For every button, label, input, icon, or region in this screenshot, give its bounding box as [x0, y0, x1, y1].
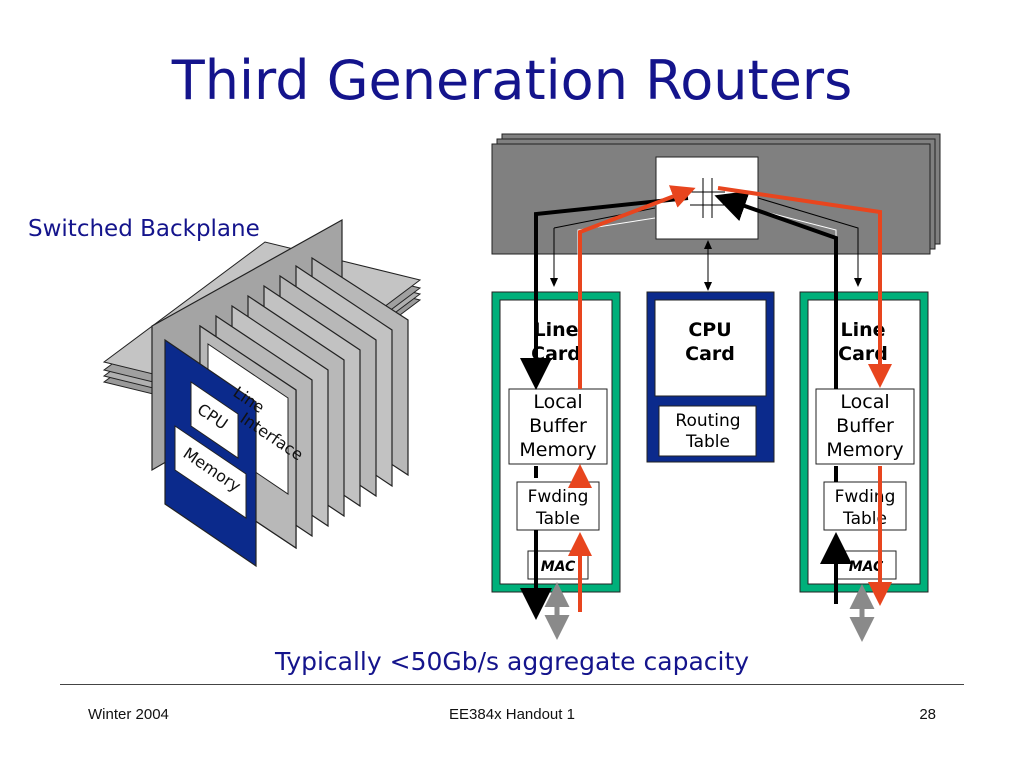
- fwding-right-1: Fwding: [835, 487, 896, 507]
- buffer-right-2: Buffer: [836, 415, 894, 437]
- footer-divider: [60, 684, 964, 685]
- fwding-left-1: Fwding: [528, 487, 589, 507]
- fwding-table-right: [823, 481, 907, 531]
- fwding-table-left: [516, 481, 600, 531]
- footer-date: Winter 2004: [88, 706, 169, 723]
- line-card-right: [799, 291, 929, 593]
- data-path: [568, 185, 892, 612]
- switched-backplane-chassis: Line Interface CPU Memory: [102, 218, 422, 568]
- fwding-right-2: Table: [842, 509, 887, 529]
- cpu-card-title-1: CPU: [688, 319, 731, 341]
- line-card-left-title-2: Card: [531, 343, 581, 365]
- buffer-right-3: Memory: [826, 439, 903, 461]
- cpu-card: [646, 291, 775, 463]
- buffer-left-3: Memory: [519, 439, 596, 461]
- buffer-left-2: Buffer: [529, 415, 587, 437]
- local-buffer-memory-right: [815, 388, 915, 465]
- slide-title: Third Generation Routers: [171, 49, 853, 112]
- line-card-left-title-1: Line: [533, 319, 578, 341]
- control-path: [520, 190, 852, 620]
- local-buffer-memory-left: [508, 388, 608, 465]
- cpu-card-title-2: Card: [685, 343, 735, 365]
- routing-table: [658, 405, 757, 457]
- line-card-left: [491, 291, 621, 593]
- fwding-left-2: Table: [535, 509, 580, 529]
- buffer-left-1: Local: [533, 391, 582, 413]
- capacity-caption: Typically <50Gb/s aggregate capacity: [274, 647, 750, 676]
- routing-table-2: Table: [685, 432, 730, 452]
- mac-right-text: MAC: [849, 559, 884, 575]
- routing-table-1: Routing: [675, 411, 740, 431]
- footer-course: EE384x Handout 1: [449, 706, 575, 723]
- buffer-right-1: Local: [840, 391, 889, 413]
- mac-left-text: MAC: [541, 559, 576, 575]
- switch-fabric-backplane: [491, 133, 941, 255]
- line-card-right-title-2: Card: [838, 343, 888, 365]
- line-card-right-title-1: Line: [840, 319, 885, 341]
- footer-page-number: 28: [919, 706, 936, 723]
- port-arrows: [544, 582, 875, 642]
- switched-backplane-label: Switched Backplane: [28, 216, 260, 242]
